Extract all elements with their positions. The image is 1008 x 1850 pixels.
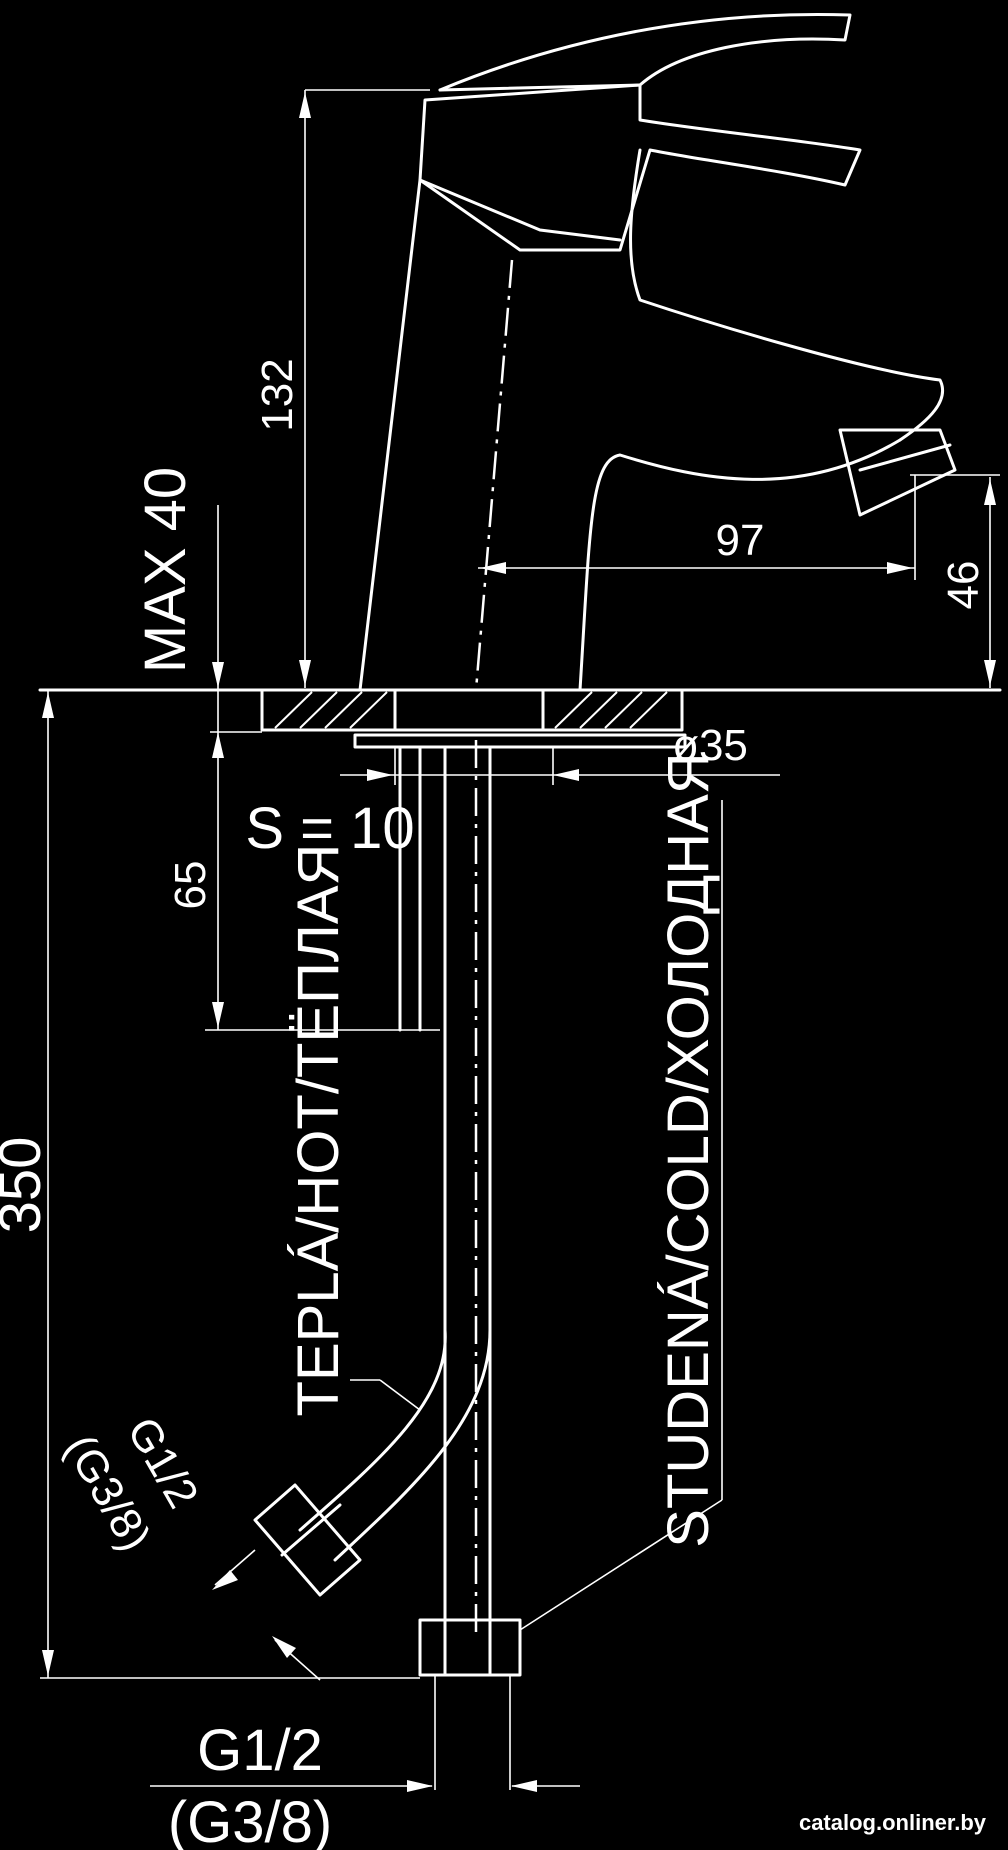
hoses bbox=[253, 745, 522, 1790]
dim-65: 65 bbox=[166, 861, 215, 910]
dim-97: 97 bbox=[716, 516, 765, 565]
mounting-plate bbox=[38, 688, 1002, 749]
dim-46: 46 bbox=[939, 561, 988, 610]
dim-diameter-35: ø35 bbox=[672, 721, 748, 770]
watermark: catalog.onliner.by bbox=[798, 1810, 986, 1835]
dim-132: 132 bbox=[253, 358, 302, 431]
dimension-lines bbox=[40, 89, 1000, 1792]
bottom-thread-label: G1/2 bbox=[197, 1718, 323, 1783]
bottom-thread-alt-label: (G3/8) bbox=[168, 1790, 332, 1850]
hot-hose-label: TEPLÁ/HOT/ТЁПЛАЯ bbox=[286, 844, 351, 1417]
faucet-body bbox=[358, 13, 957, 1640]
dim-max-40: MAX 40 bbox=[133, 467, 198, 673]
cold-hose-label: STUDENÁ/COLD/ХОЛОДНАЯ bbox=[656, 752, 721, 1547]
dim-nut-size: S = 10 bbox=[245, 796, 414, 861]
dim-350: 350 bbox=[0, 1137, 53, 1234]
